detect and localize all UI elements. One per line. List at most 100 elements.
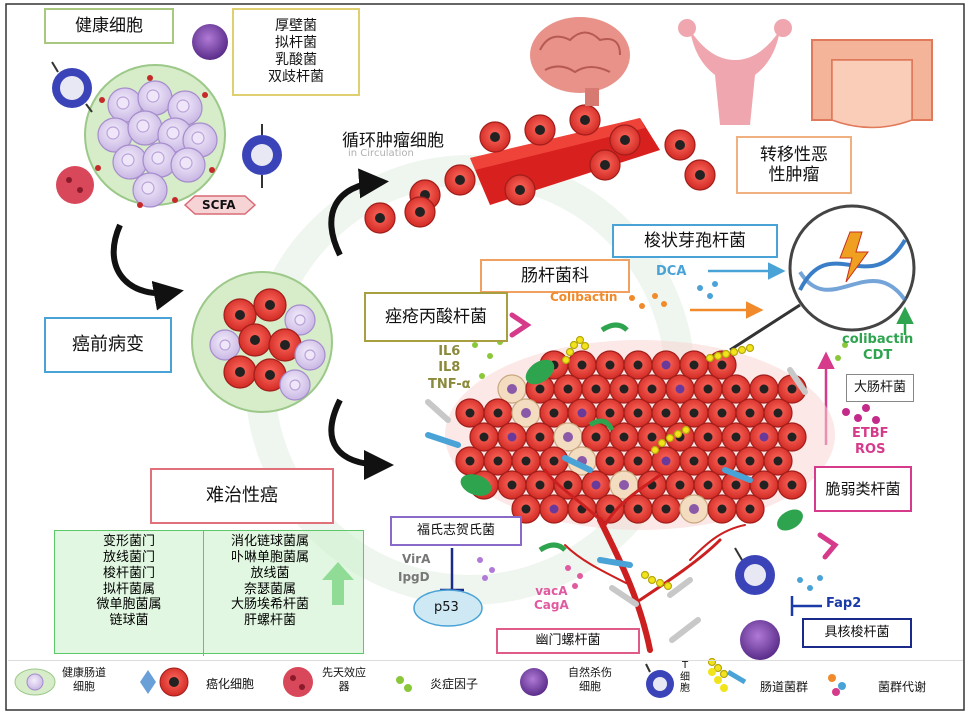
yellow-bacterium (650, 445, 660, 455)
tumor-cell-nucleus (787, 432, 797, 442)
arrow-healthy-to-precancer (110, 223, 184, 311)
magenta-chevrons (509, 312, 839, 560)
circulating-cell-nucleus (695, 170, 705, 180)
precancer-title: 癌前病变 (44, 317, 172, 373)
legend-healthy-cells: 健康肠道 细胞 (62, 666, 106, 694)
tumor-cell-nucleus (717, 360, 727, 370)
healthy-granule (99, 97, 105, 103)
healthy-cell-nucleus (151, 151, 165, 165)
scfa-badge-shape (183, 195, 257, 215)
tumor-cell-nucleus (605, 456, 615, 466)
yellow-bacterium (663, 581, 673, 591)
tumor-cell-nucleus (759, 432, 769, 442)
healthy-granule (172, 197, 178, 203)
tumor-cell-nucleus (521, 504, 531, 514)
tumor-cell-nucleus (507, 480, 517, 490)
legend-nk-line-1: 自然杀伤 (568, 666, 612, 679)
fap2-label: Fap2 (826, 596, 862, 611)
tumor-cell-nucleus (479, 432, 489, 442)
tumor-cell-nucleus (535, 384, 545, 394)
healthy-cell-nucleus (141, 181, 155, 195)
precancer-cell-nucleus (265, 370, 275, 380)
yellow-bacterium (580, 341, 590, 351)
ecoli-toxins: colibactin CDT (842, 332, 913, 363)
circulating-cell-nucleus (620, 135, 630, 145)
legend-innate-line-2: 器 (338, 679, 350, 693)
tumor-cell-nucleus (745, 504, 755, 514)
tumor-cell-nucleus (591, 384, 601, 394)
tumor-cell-nucleus (745, 408, 755, 418)
tumor-cell-nucleus (689, 456, 699, 466)
tumor-cell-nucleus (661, 360, 671, 370)
circulation-faded-label: in Circulation (348, 148, 414, 159)
metastasis-line-1: 转移性恶 (760, 144, 828, 165)
tumor-cell-nucleus (563, 480, 573, 490)
uterus-icon (678, 19, 792, 125)
tumor-cell-nucleus (773, 408, 783, 418)
genera-left-3: 拟杆菌属 (102, 581, 155, 597)
intestine-icon (811, 39, 933, 129)
brain-icon (530, 17, 630, 106)
p53-label: p53 (434, 600, 459, 615)
genera-right-0: 消化链球菌属 (230, 534, 309, 549)
genera-right-3: 奈瑟菌属 (243, 581, 296, 597)
tumor-cell-nucleus (717, 408, 727, 418)
legend-t-line-1: T (681, 660, 689, 671)
tumor-cell-nucleus (787, 480, 797, 490)
precancer-cell-nucleus (265, 300, 275, 310)
precancer-cell-nucleus (250, 335, 260, 345)
yellow-bacterium (647, 575, 657, 585)
legend-nk: 自然杀伤 细胞 (568, 666, 612, 694)
tumor-cell-nucleus (591, 432, 601, 442)
tumor-cell-nucleus (577, 360, 587, 370)
precancer-cell-nucleus (219, 339, 231, 351)
cytokine-list: IL6 IL8 TNF-α (428, 344, 471, 393)
acne-title: 痤疮丙酸杆菌 (364, 292, 508, 342)
circulating-cell-nucleus (375, 213, 385, 223)
yellow-bacterium (575, 335, 585, 345)
healthy-bacteria-2: 乳酸菌 (275, 52, 317, 68)
legend-healthy-line-1: 健康肠道 (62, 666, 106, 679)
cytokine-0: IL6 (438, 344, 461, 359)
healthy-cell-nucleus (166, 126, 180, 140)
green-bacteria (460, 322, 803, 553)
genera-right-5: 肝螺杆菌 (243, 613, 296, 629)
arrow-precancer-to-refractory (328, 398, 394, 480)
fnucleatum-title: 具核梭杆菌 (802, 618, 912, 648)
legend-nk-line-2: 细胞 (579, 679, 601, 693)
tumor-cell-nucleus (661, 408, 671, 418)
genera-left-5: 链球菌 (109, 613, 149, 629)
cytokine-2: TNF-α (428, 376, 471, 392)
nk-cell-tumor (740, 620, 780, 660)
genera-right-4: 大肠埃希杆菌 (230, 597, 309, 613)
healthy-cell-nucleus (146, 89, 160, 103)
precancer-cell-nucleus (294, 314, 306, 326)
legend-bar (8, 660, 963, 711)
healthy-granule (202, 92, 208, 98)
legend-innate: 先天效应 器 (322, 666, 366, 694)
healthy-cell-nucleus (179, 156, 193, 170)
tumor-cell-nucleus (703, 384, 713, 394)
tumor-cell-nucleus (535, 432, 545, 442)
refractory-title: 难治性癌 (150, 468, 334, 524)
tumor-cell-nucleus (507, 432, 517, 442)
circulating-cell-nucleus (600, 160, 610, 170)
circulating-cell-nucleus (580, 115, 590, 125)
colibactin-label: Colibactin (550, 290, 618, 304)
legend-metabolites: 菌群代谢 (878, 680, 927, 694)
tumor-cell-nucleus (787, 384, 797, 394)
genera-left-1: 放线菌门 (102, 549, 155, 565)
tumor-cell-nucleus (759, 480, 769, 490)
tumor-cell-nucleus (647, 384, 657, 394)
t-cell-healthy-2 (242, 124, 282, 188)
tumor-cell-nucleus (521, 456, 531, 466)
healthy-cell-nucleus (176, 99, 190, 113)
healthy-tissue-cluster (84, 64, 226, 208)
tumor-cell-nucleus (493, 408, 503, 418)
yellow-bacterium (665, 433, 675, 443)
magnifier-handle (729, 303, 801, 352)
bfrag-ros: ROS (855, 442, 886, 458)
rod-bacteria (425, 367, 808, 643)
tumor-cell-nucleus (465, 408, 475, 418)
tumor-cell-nucleus (633, 456, 643, 466)
